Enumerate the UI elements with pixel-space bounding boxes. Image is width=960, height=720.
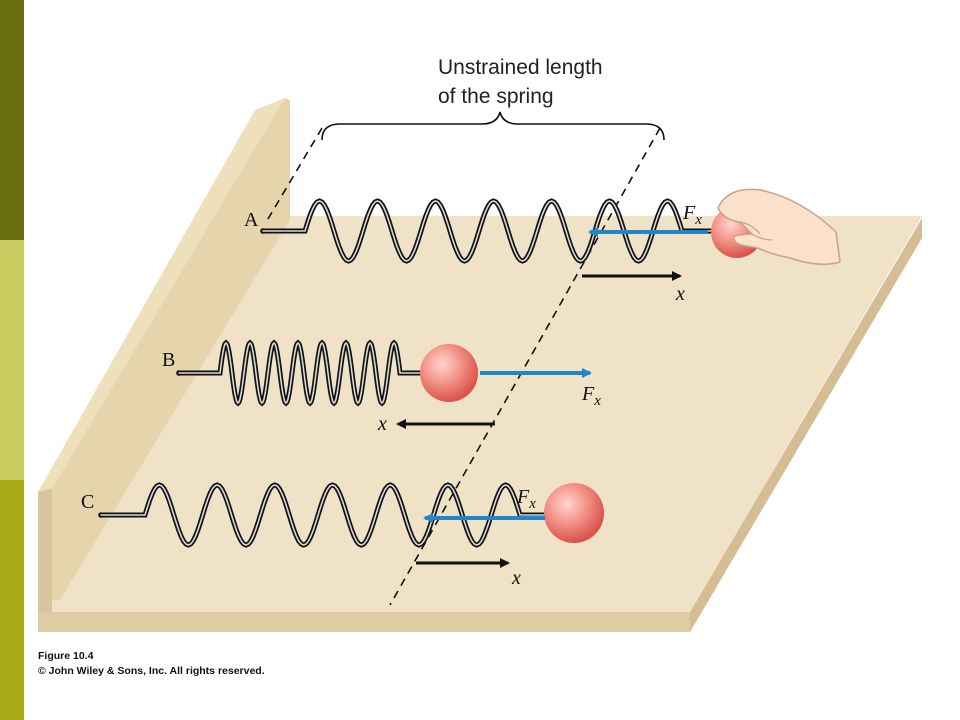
- side-bar-middle: [0, 240, 24, 480]
- spring-c-displacement-label: x: [511, 567, 521, 589]
- unstrained-reference-line-left: [264, 127, 323, 225]
- side-bar-top: [0, 0, 24, 240]
- spring-b-force-label: Fx: [581, 383, 601, 409]
- surface-front-edge: [38, 612, 690, 632]
- copyright-notice: © John Wiley & Sons, Inc. All rights res…: [38, 665, 265, 677]
- back-wall-face: [52, 98, 290, 600]
- spring-a-force-label: Fx: [682, 202, 702, 228]
- title-line-1: Unstrained length: [438, 56, 603, 79]
- spring-c-coil: [100, 484, 546, 546]
- surface-side-edge: [690, 218, 922, 632]
- spring-a-label: A: [244, 209, 259, 231]
- spring-c-ball: [544, 483, 604, 543]
- spring-b-label: B: [162, 349, 175, 371]
- figure-number: Figure 10.4: [38, 650, 94, 662]
- side-bar-bottom: [0, 480, 24, 720]
- back-wall-top: [38, 98, 285, 492]
- spring-c-force-label: Fx: [516, 486, 536, 512]
- spring-b-coil: [178, 341, 421, 405]
- hand-icon: [717, 188, 841, 265]
- spring-b-ball: [420, 344, 478, 402]
- title-line-2: of the spring: [438, 85, 554, 108]
- spring-b-displacement-label: x: [377, 413, 387, 435]
- spring-a-displacement-label: x: [675, 283, 685, 305]
- back-wall-front: [38, 488, 52, 612]
- unstrained-length-brace: [321, 111, 665, 141]
- spring-c-label: C: [81, 491, 94, 513]
- spring-a-coil: [262, 200, 713, 262]
